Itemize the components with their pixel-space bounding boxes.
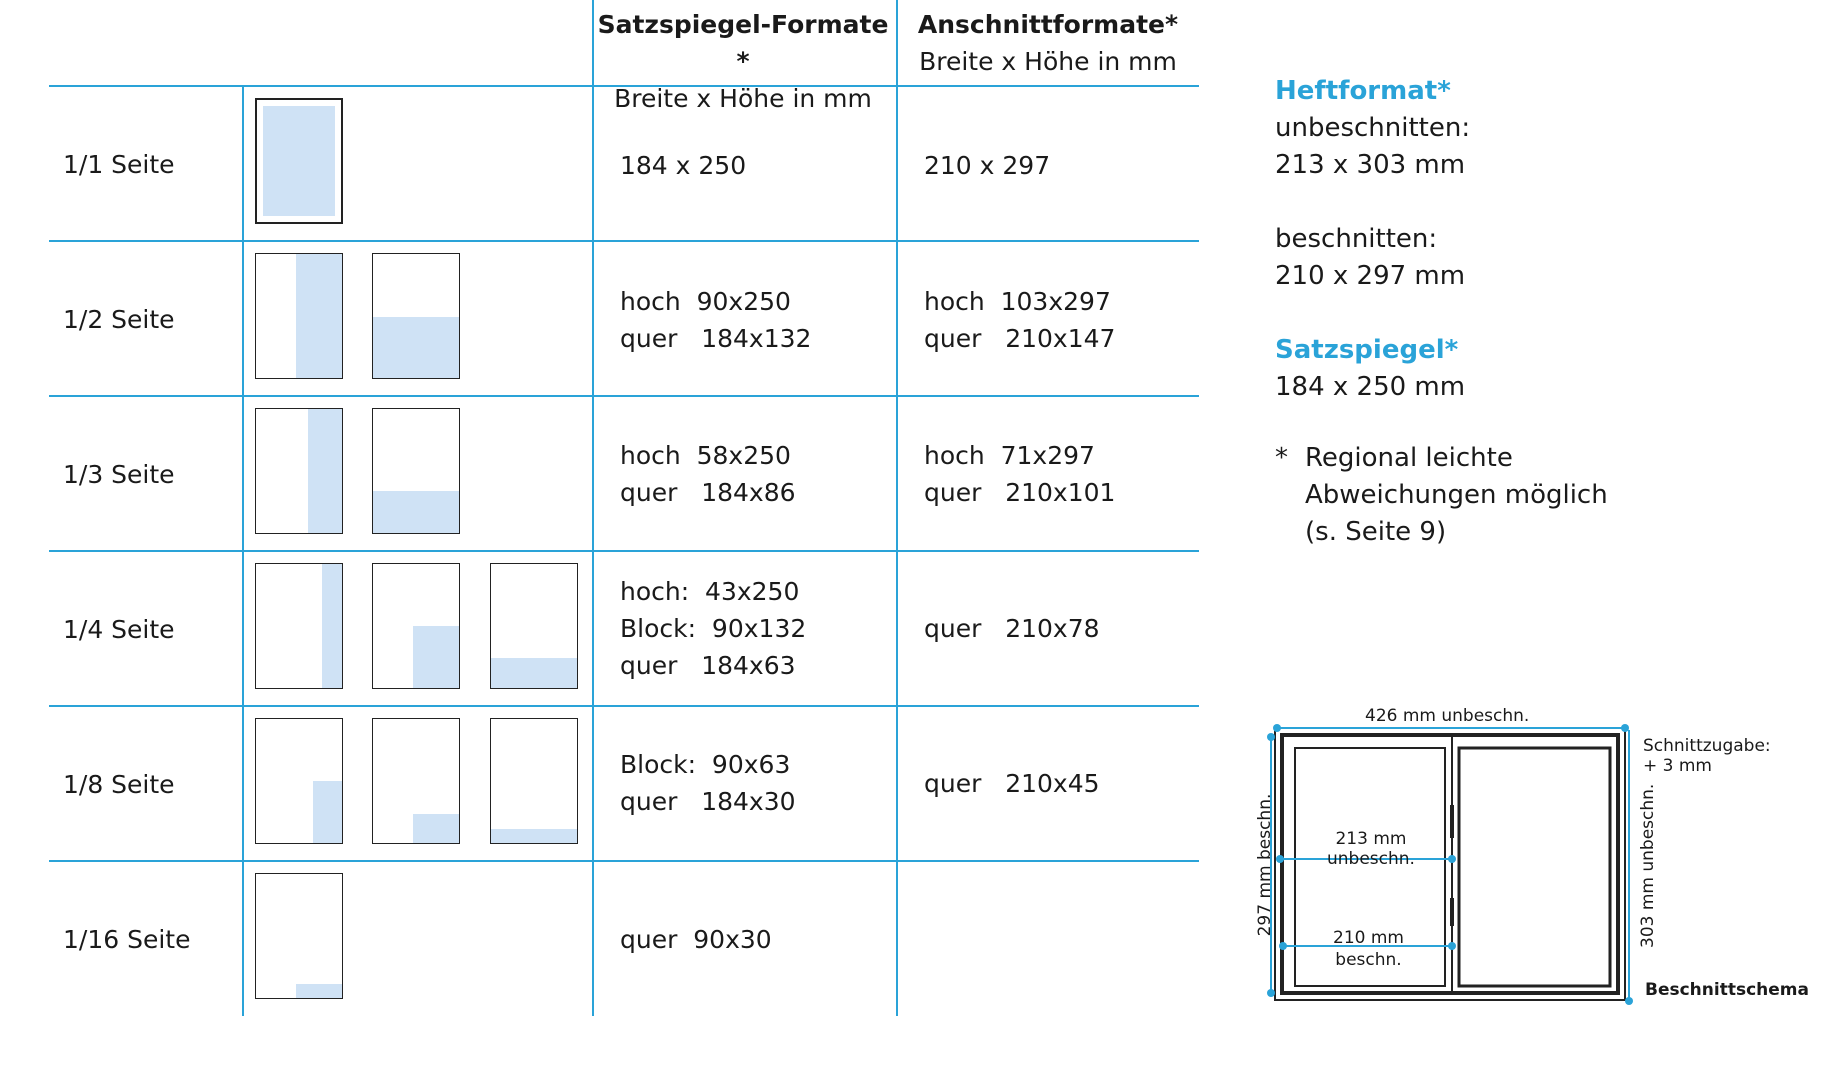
schema-mid-label-210: 210 mm beschn. bbox=[1333, 928, 1404, 970]
satzspiegel-title: Satzspiegel* bbox=[1275, 335, 1459, 365]
anschnitt-cell: quer 210x78 bbox=[924, 614, 1100, 643]
satzspiegel-cell: quer 90x30 bbox=[620, 925, 772, 954]
beschnitten-value: 210 x 297 mm bbox=[1275, 261, 1466, 291]
heftformat-title: Heftformat* bbox=[1275, 76, 1451, 106]
ad-area bbox=[491, 658, 577, 688]
left-page-area bbox=[1294, 747, 1446, 987]
header-satzspiegel-sub: Breite x Höhe in mm bbox=[614, 84, 872, 113]
page-thumbnail bbox=[255, 563, 343, 689]
anschnitt-cell: 210 x 297 bbox=[924, 151, 1051, 180]
page-thumbnail bbox=[372, 253, 460, 379]
satzspiegel-cell: hoch 58x250 quer 184x86 bbox=[620, 441, 796, 507]
row-label: 1/8 Seite bbox=[63, 770, 175, 799]
ad-area bbox=[491, 829, 577, 843]
beschnitten-label: beschnitten: bbox=[1275, 224, 1438, 254]
page-thumbnail bbox=[490, 718, 578, 844]
page-thumbnail bbox=[372, 563, 460, 689]
dimension-dot bbox=[1448, 942, 1456, 950]
ad-area bbox=[413, 814, 459, 843]
ad-area bbox=[373, 317, 459, 378]
footnote: * Regional leichte Abweichungen möglich (… bbox=[1275, 440, 1608, 551]
unbeschnitten-label: unbeschnitten: bbox=[1275, 113, 1471, 143]
schema-schnittzugabe: Schnittzugabe: + 3 mm bbox=[1643, 736, 1771, 776]
table-rule bbox=[49, 85, 1199, 87]
satzspiegel-cell: hoch: 43x250 Block: 90x132 quer 184x63 bbox=[620, 577, 807, 680]
ad-area bbox=[322, 564, 342, 688]
header-anschnitt: Anschnittformate* Breite x Höhe in mm bbox=[897, 6, 1199, 80]
header-anschnitt-sub: Breite x Höhe in mm bbox=[919, 47, 1177, 76]
schema-top-label: 426 mm unbeschn. bbox=[1365, 706, 1530, 726]
ad-area bbox=[308, 409, 342, 533]
anschnitt-cell: quer 210x45 bbox=[924, 769, 1100, 798]
table-rule bbox=[49, 395, 1199, 397]
satzspiegel-cell: Block: 90x63 quer 184x30 bbox=[620, 750, 796, 816]
column-divider bbox=[896, 0, 898, 1016]
table-rule bbox=[49, 240, 1199, 242]
page-thumbnail bbox=[255, 873, 343, 999]
schema-right-label: 303 mm unbeschn. bbox=[1638, 783, 1658, 948]
row-label: 1/16 Seite bbox=[63, 925, 191, 954]
ad-area bbox=[296, 254, 342, 378]
header-satzspiegel: Satzspiegel-Formate * Breite x Höhe in m… bbox=[592, 6, 894, 117]
row-label: 1/1 Seite bbox=[63, 150, 175, 179]
inner-frame bbox=[1280, 733, 1620, 995]
column-divider bbox=[592, 0, 594, 1016]
table-rule bbox=[49, 705, 1199, 707]
dimension-dot bbox=[1273, 724, 1281, 732]
right-page-area bbox=[1457, 746, 1612, 988]
schema-caption: Beschnittschema bbox=[1645, 980, 1809, 1000]
satzspiegel-value: 184 x 250 mm bbox=[1275, 372, 1466, 402]
row-label: 1/4 Seite bbox=[63, 615, 175, 644]
satzspiegel-cell: 184 x 250 bbox=[620, 151, 747, 180]
footnote-text: Regional leichte Abweichungen möglich (s… bbox=[1305, 443, 1608, 547]
ad-area bbox=[296, 984, 342, 998]
table-rule bbox=[49, 860, 1199, 862]
page-thumbnail bbox=[255, 408, 343, 534]
anschnitt-cell: hoch 103x297 quer 210x147 bbox=[924, 287, 1116, 353]
schema-mid-label-213: 213 mm unbeschn. bbox=[1327, 829, 1415, 869]
page-thumbnail bbox=[255, 253, 343, 379]
page-thumbnail bbox=[255, 718, 343, 844]
row-label: 1/2 Seite bbox=[63, 305, 175, 334]
dimension-dot bbox=[1276, 855, 1284, 863]
page-thumbnail bbox=[490, 563, 578, 689]
ad-area bbox=[373, 491, 459, 533]
dimension-dot bbox=[1279, 942, 1287, 950]
table-rule bbox=[49, 550, 1199, 552]
unbeschnitten-value: 213 x 303 mm bbox=[1275, 150, 1466, 180]
anschnitt-cell: hoch 71x297 quer 210x101 bbox=[924, 441, 1116, 507]
page-thumbnail bbox=[255, 98, 343, 224]
schema-left-label: 297 mm beschn. bbox=[1255, 793, 1275, 937]
header-satzspiegel-title: Satzspiegel-Formate * bbox=[597, 10, 889, 76]
satzspiegel-cell: hoch 90x250 quer 184x132 bbox=[620, 287, 812, 353]
page-thumbnail bbox=[372, 408, 460, 534]
dimension-dot bbox=[1625, 997, 1633, 1005]
footnote-star: * bbox=[1275, 443, 1288, 473]
ad-area bbox=[263, 106, 335, 216]
header-anschnitt-title: Anschnittformate* bbox=[917, 10, 1179, 39]
dimension-dot bbox=[1621, 724, 1629, 732]
dimension-dot bbox=[1267, 733, 1275, 741]
ad-area bbox=[313, 781, 342, 843]
dimension-dot bbox=[1448, 855, 1456, 863]
page-thumbnail bbox=[372, 718, 460, 844]
ad-area bbox=[413, 626, 459, 688]
dimension-dot bbox=[1267, 989, 1275, 997]
format-info: Heftformat* unbeschnitten: 213 x 303 mm … bbox=[1275, 73, 1470, 406]
column-divider bbox=[242, 86, 244, 1016]
row-label: 1/3 Seite bbox=[63, 460, 175, 489]
